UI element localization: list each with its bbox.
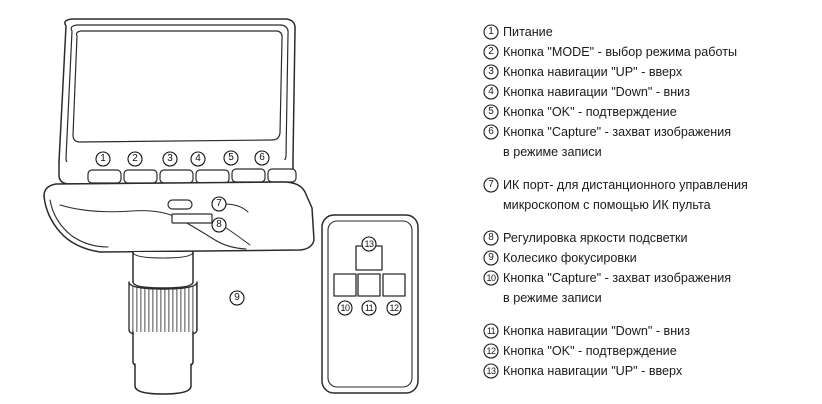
callout-1: 1: [95, 151, 111, 167]
callout-2-label: 2: [132, 153, 138, 164]
legend-marker-13: 13: [483, 363, 499, 379]
legend-text-1: Питание: [503, 25, 553, 39]
legend-marker-9: 9: [483, 250, 499, 266]
legend-text-9: Колесико фокусировки: [503, 251, 637, 265]
legend-marker-2: 2: [483, 44, 499, 60]
legend-text-5: Кнопка "OK" - подтверждение: [503, 105, 677, 119]
legend-item-5: 5 Кнопка "OK" - подтверждение: [483, 102, 819, 122]
callout-8: 8: [211, 217, 227, 233]
callout-13-label: 13: [364, 239, 374, 249]
legend-item-10: 10 Кнопка "Capture" - захват изображения…: [483, 268, 819, 308]
legend-marker-4-label: 4: [488, 86, 494, 97]
callout-10-label: 10: [340, 303, 350, 313]
callout-5: 5: [223, 150, 239, 166]
callout-4: 4: [190, 151, 206, 167]
legend-marker-7-label: 7: [488, 179, 494, 190]
legend-text-11: Кнопка навигации "Down" - вниз: [503, 324, 690, 338]
callout-1-label: 1: [100, 153, 106, 164]
legend-list: 1 Питание 2 Кнопка "MODE" - выбор режима…: [483, 22, 819, 381]
callout-6: 6: [254, 150, 270, 166]
legend-marker-8: 8: [483, 230, 499, 246]
legend-item-2: 2 Кнопка "MODE" - выбор режима работы: [483, 42, 819, 62]
legend-item-7: 7 ИК порт- для дистанционного управления…: [483, 175, 819, 215]
legend-marker-2-label: 2: [488, 46, 494, 57]
legend-text-13: Кнопка навигации "UP" - вверх: [503, 364, 683, 378]
legend-item-1: 1 Питание: [483, 22, 819, 42]
legend-marker-6: 6: [483, 124, 499, 140]
callout-12: 12: [386, 300, 402, 316]
callout-9: 9: [229, 290, 245, 306]
callout-11-label: 11: [364, 303, 374, 313]
callout-4-label: 4: [195, 153, 201, 164]
legend-marker-11-label: 11: [486, 326, 496, 336]
callout-5-label: 5: [228, 152, 234, 163]
legend-item-4: 4 Кнопка навигации "Down" - вниз: [483, 82, 819, 102]
callout-3-label: 3: [167, 153, 173, 164]
legend-text-8: Регулировка яркости подсветки: [503, 231, 688, 245]
legend-text-10: Кнопка "Capture" - захват изображения в …: [503, 271, 732, 305]
legend-marker-1-label: 1: [488, 26, 494, 37]
legend-text-3: Кнопка навигации "UP" - вверх: [503, 65, 683, 79]
legend-text-12: Кнопка "OK" - подтверждение: [503, 344, 677, 358]
callout-3: 3: [162, 151, 178, 167]
legend-item-13: 13 Кнопка навигации "UP" - вверх: [483, 361, 819, 381]
legend-text-6: Кнопка "Capture" - захват изображения в …: [503, 125, 732, 159]
legend-marker-4: 4: [483, 84, 499, 100]
legend-text-4: Кнопка навигации "Down" - вниз: [503, 85, 690, 99]
callout-13: 13: [361, 236, 377, 252]
legend-item-9: 9 Колесико фокусировки: [483, 248, 819, 268]
callout-8-label: 8: [216, 219, 222, 230]
legend-text-7: ИК порт- для дистанционного управления м…: [503, 178, 748, 212]
legend-marker-3: 3: [483, 64, 499, 80]
legend-item-3: 3 Кнопка навигации "UP" - вверх: [483, 62, 819, 82]
callout-10: 10: [337, 300, 353, 316]
legend-marker-10-label: 10: [486, 273, 496, 283]
legend-marker-11: 11: [483, 323, 499, 339]
legend-text-2: Кнопка "MODE" - выбор режима работы: [503, 45, 738, 59]
callout-6-label: 6: [259, 152, 265, 163]
legend-item-11: 11 Кнопка навигации "Down" - вниз: [483, 321, 819, 341]
legend-marker-8-label: 8: [488, 232, 494, 243]
legend-marker-5-label: 5: [488, 106, 494, 117]
legend-marker-7: 7: [483, 177, 499, 193]
legend-item-8: 8 Регулировка яркости подсветки: [483, 228, 819, 248]
callout-7: 7: [211, 196, 227, 212]
callout-12-label: 12: [389, 303, 399, 313]
legend-marker-5: 5: [483, 104, 499, 120]
legend-item-6: 6 Кнопка "Capture" - захват изображения …: [483, 122, 819, 162]
legend-marker-1: 1: [483, 24, 499, 40]
callout-9-label: 9: [234, 292, 240, 303]
callout-2: 2: [127, 151, 143, 167]
callout-11: 11: [361, 300, 377, 316]
legend-item-12: 12 Кнопка "OK" - подтверждение: [483, 341, 819, 361]
legend-marker-13-label: 13: [486, 366, 496, 376]
legend-marker-12-label: 12: [486, 346, 496, 356]
legend-marker-12: 12: [483, 343, 499, 359]
legend-marker-6-label: 6: [488, 126, 494, 137]
legend-marker-9-label: 9: [488, 252, 494, 263]
legend-marker-10: 10: [483, 270, 499, 286]
legend-marker-3-label: 3: [488, 66, 494, 77]
callout-7-label: 7: [216, 198, 222, 209]
microscope-illustration: 1 2 3 4 5 6 7 8: [43, 18, 419, 395]
